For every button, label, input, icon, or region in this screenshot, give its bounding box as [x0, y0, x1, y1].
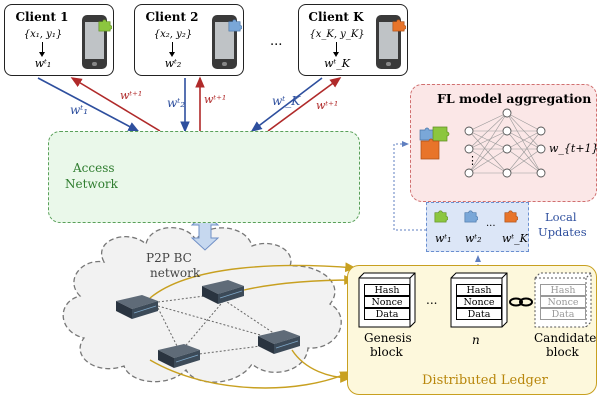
download-label-client-k: wᵗ⁺¹	[316, 99, 339, 112]
download-label-client-2: wᵗ⁺¹	[204, 93, 227, 106]
arrow-down-icon	[39, 42, 45, 57]
ledger-ellipsis: ...	[426, 293, 438, 307]
local-updates-label-line1: Local	[545, 210, 577, 224]
client-local-weight: wᵗ_K	[324, 57, 350, 70]
fl-aggregation-title: FL model aggregation	[437, 91, 592, 106]
client-title: Client 1	[15, 10, 69, 24]
block-field: Nonce	[540, 296, 586, 308]
client-dataset: {x₂, y₂}	[153, 29, 193, 40]
server-icon	[258, 330, 300, 354]
server-icon	[158, 344, 200, 368]
client-dataset: {x₁, y₁}	[23, 29, 63, 40]
client-1: Client 1 {x₁, y₁} wᵗ₁	[4, 4, 114, 76]
block-field: Data	[364, 308, 410, 320]
updates-to-fl-arrow	[393, 141, 426, 231]
client-k: Client K {x_K, y_K} wᵗ_K	[298, 4, 408, 76]
block-field: Data	[540, 308, 586, 320]
update-weight: wᵗ_K	[502, 232, 528, 245]
arrow-down-icon	[169, 42, 175, 57]
upload-label-client-1: wᵗ₁	[70, 103, 89, 117]
genesis-label-line1: Genesis	[364, 331, 412, 345]
candidate-label-line2: block	[546, 345, 579, 359]
nth-block: Hash Nonce Data	[450, 272, 508, 328]
genesis-block: Hash Nonce Data	[358, 272, 416, 328]
fl-model-aggregation: FL model aggregation ⋮ w_{t+1}	[410, 84, 599, 202]
local-updates-label-line2: Updates	[538, 225, 587, 239]
updates-ellipsis: ...	[486, 218, 496, 229]
arrow-down-icon	[333, 42, 339, 57]
download-arrow-client-k	[267, 77, 342, 132]
candidate-block: Hash Nonce Data	[534, 272, 592, 328]
upload-label-client-k: wᵗ_K	[272, 94, 301, 108]
block-field: Nonce	[456, 296, 502, 308]
client-2: Client 2 {x₂, y₂} wᵗ₂	[134, 4, 244, 76]
nth-block-label: n	[472, 333, 480, 347]
candidate-label-line1: Candidate	[534, 331, 597, 345]
server-icon	[116, 295, 158, 319]
update-weight: wᵗ₁	[435, 232, 452, 245]
puzzle-icon	[434, 210, 448, 223]
client-local-weight: wᵗ₁	[34, 57, 52, 70]
puzzle-cluster-icon	[419, 126, 450, 160]
block-field: Nonce	[364, 296, 410, 308]
ledger-title: Distributed Ledger	[422, 373, 548, 388]
fl-output-weight: w_{t+1}	[549, 142, 599, 155]
client-title: Client 2	[145, 10, 199, 24]
block-field: Hash	[540, 284, 586, 296]
client-local-weight: wᵗ₂	[164, 57, 182, 70]
block-field: Hash	[364, 284, 410, 296]
server-icon	[202, 280, 244, 304]
access-network: Access Network	[48, 131, 360, 223]
download-arrow-client-1	[70, 77, 161, 132]
client-title: Client K	[308, 10, 364, 24]
access-network-label-line2: Network	[65, 177, 118, 191]
local-updates-box: wᵗ₁ wᵗ₂ ... wᵗ_K	[426, 202, 529, 252]
puzzle-icon	[392, 19, 406, 32]
distributed-ledger: Hash Nonce Data Genesis block ... Hash N…	[347, 265, 597, 395]
puzzle-icon	[228, 19, 242, 32]
chain-link-icon	[509, 297, 533, 307]
ledger-arrows	[149, 262, 357, 389]
clients-ellipsis: ...	[270, 34, 283, 49]
upload-label-client-2: wᵗ₂	[167, 96, 186, 110]
client-dataset: {x_K, y_K}	[309, 29, 365, 40]
block-field: Hash	[456, 284, 502, 296]
upload-arrow-client-k	[250, 77, 323, 132]
p2p-label-line1: P2P BC	[146, 251, 192, 265]
update-weight: wᵗ₂	[465, 232, 482, 245]
access-network-label-line1: Access	[73, 161, 115, 175]
upload-arrow-client-1	[37, 77, 140, 132]
neural-network-icon	[464, 108, 546, 178]
puzzle-icon	[464, 210, 478, 223]
p2p-label-line2: network	[150, 266, 201, 280]
block-field: Data	[456, 308, 502, 320]
puzzle-icon	[98, 19, 112, 32]
download-label-client-1: wᵗ⁺¹	[120, 89, 143, 102]
genesis-label-line2: block	[370, 345, 403, 359]
nn-dots: ⋮	[467, 154, 478, 167]
puzzle-icon	[504, 210, 518, 223]
